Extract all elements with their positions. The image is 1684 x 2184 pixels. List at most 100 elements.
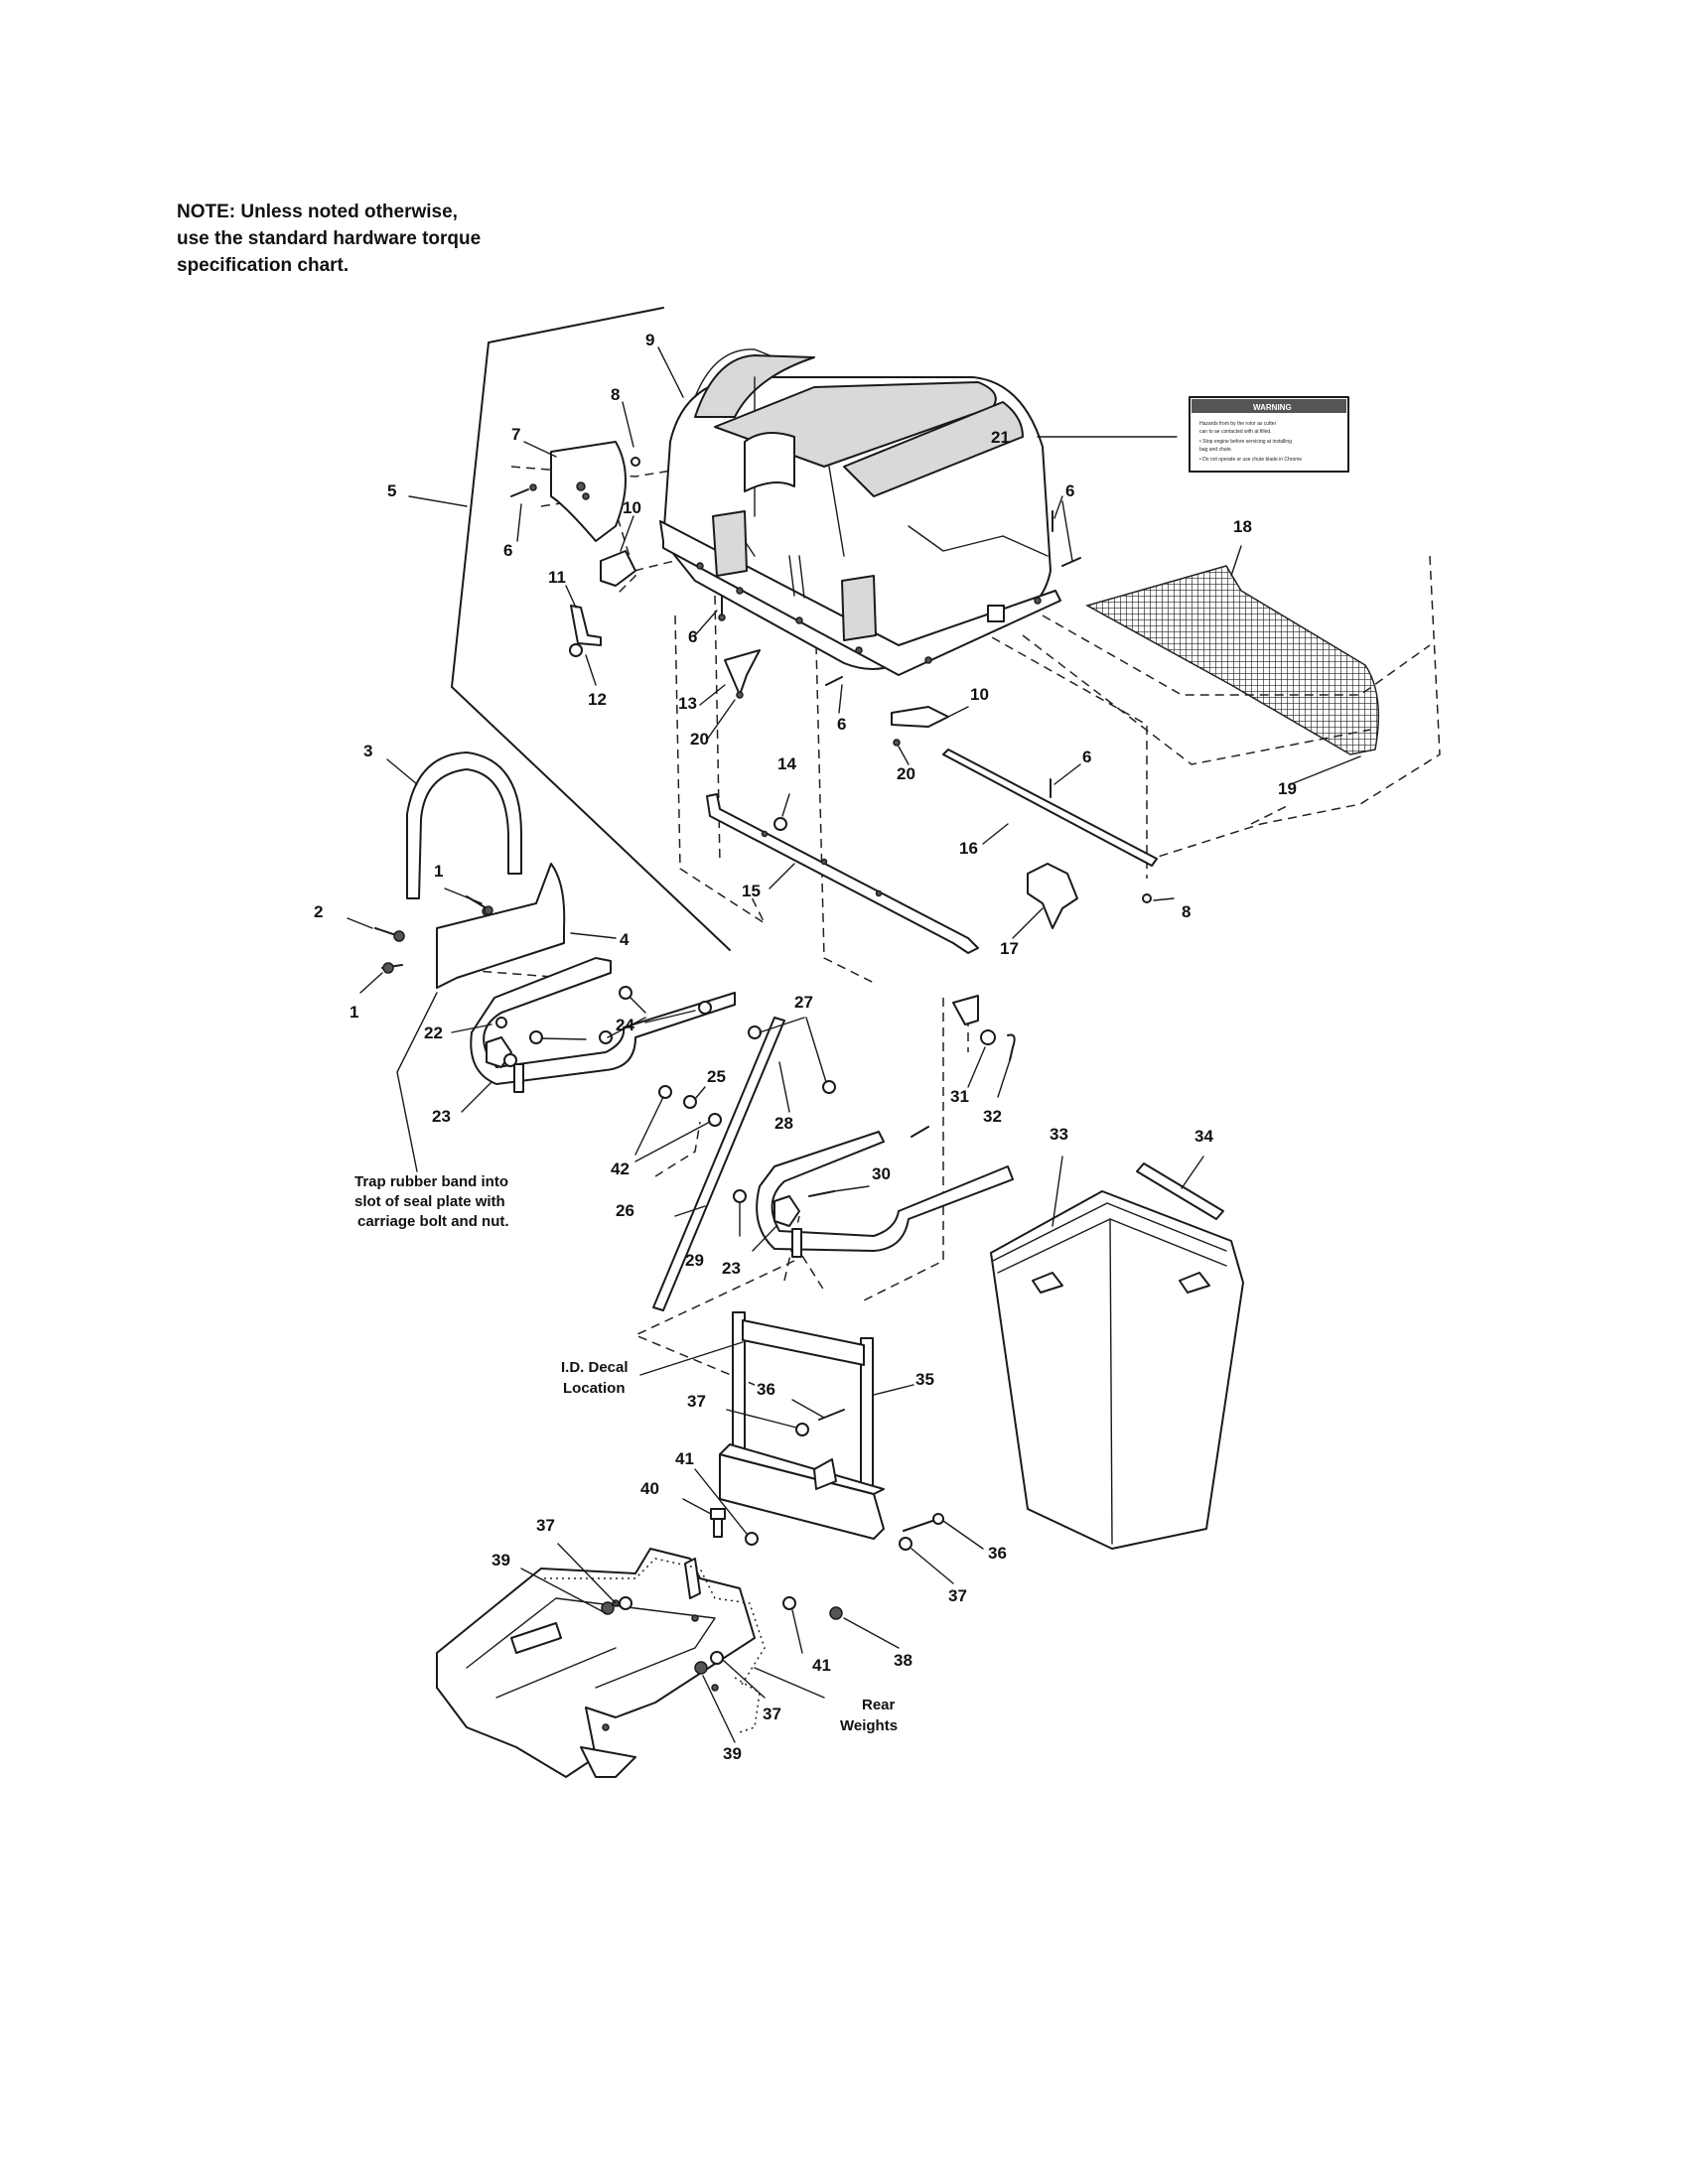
callout-34: 34 (1194, 1127, 1213, 1146)
callout-42: 42 (611, 1160, 630, 1178)
callout-17: 17 (1000, 939, 1019, 958)
callout-37: 37 (948, 1586, 967, 1605)
hairpin-32 (1007, 1033, 1016, 1061)
id-decal-line-1: I.D. Decal (561, 1359, 629, 1376)
callout-1: 1 (350, 1003, 358, 1022)
screw-6-left (510, 483, 537, 497)
left-rail (706, 793, 979, 954)
callout-21: 21 (991, 428, 1010, 447)
callout-12: 12 (588, 690, 607, 709)
callout-26: 26 (616, 1201, 634, 1220)
callout-6: 6 (1082, 748, 1091, 766)
lower-hanger-frame (756, 1131, 1014, 1252)
callout-5: 5 (387, 481, 396, 500)
cover-latch (987, 605, 1005, 622)
callout-9: 9 (645, 331, 654, 349)
callout-6: 6 (503, 541, 512, 560)
callout-6: 6 (688, 627, 697, 646)
annotation-id-decal: I.D. Decal Location (561, 1359, 629, 1397)
washer-31 (980, 1029, 996, 1045)
callout-19: 19 (1278, 779, 1297, 798)
callout-33: 33 (1050, 1125, 1068, 1144)
callout-39: 39 (723, 1744, 742, 1763)
trap-band-line-1: Trap rubber band into (354, 1173, 508, 1190)
note-line-1: NOTE: Unless noted otherwise, (177, 202, 458, 222)
washer-29 (733, 1189, 747, 1203)
callout-numbers: 1 1 2 3 4 5 6 6 6 6 6 7 8 8 9 10 10 11 1… (314, 331, 1297, 1763)
hanger-pin-right (791, 1228, 802, 1258)
washer-27-lower (822, 1080, 836, 1094)
rear-weights-line-1: Rear (862, 1697, 896, 1713)
screw-6-center (718, 595, 726, 621)
rubber-band (406, 751, 522, 899)
hanger-bracket-23-right (773, 1195, 800, 1227)
callout-2: 2 (314, 902, 323, 921)
callout-31: 31 (950, 1087, 969, 1106)
washer-41-lower (782, 1596, 796, 1610)
leader-lines (347, 346, 1361, 1743)
screw-6-mid (825, 676, 843, 686)
callout-8: 8 (611, 385, 620, 404)
callout-24: 24 (616, 1016, 634, 1034)
callout-22: 22 (424, 1024, 443, 1042)
callout-30: 30 (872, 1164, 891, 1183)
id-decal-line-2: Location (563, 1380, 626, 1397)
mesh-screen (1085, 565, 1380, 755)
callout-41: 41 (675, 1449, 694, 1468)
callout-4: 4 (620, 930, 630, 949)
callout-27: 27 (794, 993, 813, 1012)
callout-40: 40 (640, 1479, 659, 1498)
callout-1: 1 (434, 862, 443, 881)
clip-bracket (952, 995, 979, 1025)
washer-37-side (899, 1537, 912, 1551)
callout-20: 20 (690, 730, 709, 749)
callout-18: 18 (1233, 517, 1252, 536)
decal-line-5: • Do not operate or use chute blade in C… (1199, 457, 1302, 463)
callout-36: 36 (757, 1380, 775, 1399)
callout-37: 37 (536, 1516, 555, 1535)
washer-27-upper (748, 1025, 762, 1039)
callout-10: 10 (970, 685, 989, 704)
decal-title: WARNING (1253, 403, 1292, 412)
callout-14: 14 (777, 754, 796, 773)
note-line-2: use the standard hardware torque (177, 228, 482, 249)
annotation-rear-weights: Rear Weights (840, 1697, 898, 1734)
rear-weights-nuts (601, 1596, 724, 1675)
callout-6: 6 (837, 715, 846, 734)
bag-top-rim (1032, 1272, 1063, 1294)
callout-7: 7 (511, 425, 520, 444)
nut-38 (829, 1606, 843, 1620)
bolt-36-lower (903, 1513, 944, 1532)
assembly-boundary-line (451, 307, 731, 951)
carriage-bolt-12 (569, 643, 583, 657)
callout-8: 8 (1182, 902, 1191, 921)
rear-weights-line-2: Weights (840, 1717, 898, 1734)
upper-hanger-frame (470, 957, 736, 1085)
rail-bracket (1027, 863, 1078, 929)
alignment-dashed-lines (435, 446, 1441, 1386)
screws-24 (529, 986, 712, 1044)
warning-decal: WARNING Hazards from by the rotor as cut… (1189, 396, 1349, 473)
callout-36: 36 (988, 1544, 1007, 1563)
callout-10: 10 (623, 498, 641, 517)
callout-6: 6 (1065, 481, 1074, 500)
support-strut (652, 1017, 785, 1311)
callout-16: 16 (959, 839, 978, 858)
leader-trap-band (396, 992, 438, 1172)
right-rail (942, 749, 1158, 867)
annotation-trap-band: Trap rubber band into slot of seal plate… (354, 1173, 509, 1230)
screw-6-upper-right (1052, 510, 1081, 567)
callout-35: 35 (915, 1370, 934, 1389)
note-line-3: specification chart. (177, 255, 350, 276)
seal-plate (436, 863, 566, 989)
base-frame (436, 1548, 766, 1778)
mount-frame (719, 1311, 885, 1540)
callout-32: 32 (983, 1107, 1002, 1126)
carriage-bolt-1-lower (381, 962, 403, 974)
screw-2 (374, 927, 405, 942)
decal-line-1: Hazards from by the rotor as cutter (1199, 421, 1277, 427)
side-plate (550, 441, 627, 542)
callout-3: 3 (363, 742, 372, 760)
nut-8-top (631, 457, 640, 467)
trap-band-line-2: slot of seal plate with (354, 1193, 505, 1210)
